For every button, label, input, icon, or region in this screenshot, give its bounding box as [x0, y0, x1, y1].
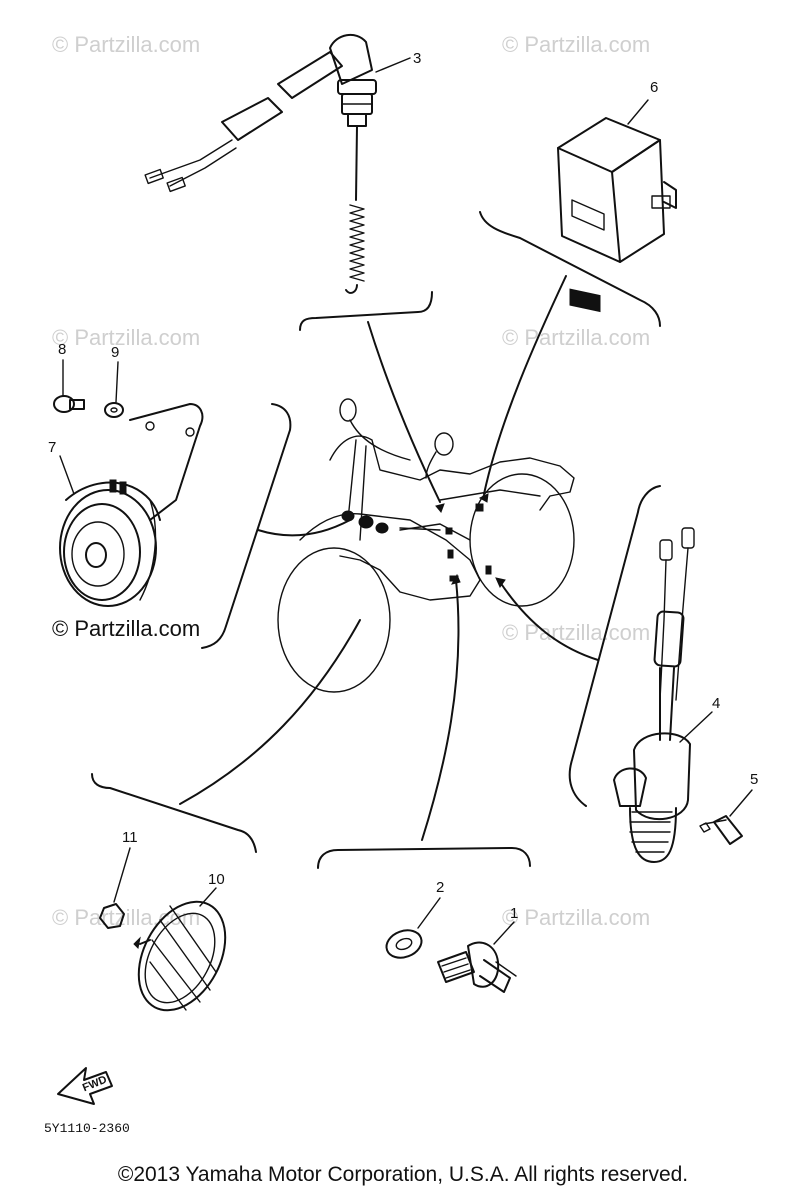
part-5-screw: [699, 789, 753, 845]
part-2-washer: [385, 897, 441, 959]
leader-line-10: [179, 619, 361, 805]
watermark-mid-right: © Partzilla.com: [502, 325, 650, 350]
forward-arrow-icon: FWD: [57, 1067, 113, 1105]
part-6-relay: [557, 99, 677, 313]
part-11-nut: [99, 847, 131, 929]
callout-8: 8: [58, 341, 66, 358]
leader-line-1: [421, 579, 460, 841]
watermark-top-left: © Partzilla.com: [52, 32, 200, 57]
leader-line-7: [257, 519, 351, 537]
leader-line-3: [367, 321, 441, 503]
callout-4: 4: [712, 695, 720, 712]
callout-7: 7: [48, 439, 56, 456]
group-bracket-7: [201, 403, 292, 649]
group-bracket-4: [568, 485, 661, 807]
diagram-code: 5Y1110-2360: [44, 1121, 130, 1136]
watermark-center-right: © Partzilla.com: [502, 620, 650, 645]
group-bracket-1: [317, 847, 531, 869]
watermark-main: © Partzilla.com: [52, 616, 200, 641]
callout-10: 10: [208, 871, 225, 888]
copyright-notice: ©2013 Yamaha Motor Corporation, U.S.A. A…: [117, 1163, 689, 1186]
part-4-main-switch: [613, 527, 713, 863]
watermark-mid-left: © Partzilla.com: [52, 325, 200, 350]
part-1-neutral-switch: [437, 921, 517, 993]
part-10-reflector: [133, 887, 227, 1012]
motorcycle-silhouette: [277, 398, 575, 693]
group-bracket-6: [479, 211, 661, 327]
callout-11: 11: [122, 829, 138, 846]
callout-9: 9: [111, 344, 119, 361]
part-3-switch: [144, 33, 411, 294]
leader-line-6: [483, 275, 567, 495]
leader-line-4: [499, 581, 599, 661]
part-8-bolt: [53, 359, 85, 413]
group-bracket-3: [299, 291, 433, 331]
callout-5: 5: [750, 771, 758, 788]
callout-1: 1: [510, 905, 518, 922]
callout-2: 2: [436, 879, 444, 896]
callout-6: 6: [650, 79, 658, 96]
callout-3: 3: [413, 50, 421, 67]
part-7-horn: [59, 403, 204, 607]
group-bracket-10: [91, 773, 257, 853]
watermark-bottom-right: © Partzilla.com: [502, 905, 650, 930]
watermark-top-right: © Partzilla.com: [502, 32, 650, 57]
part-9-washer: [104, 361, 124, 418]
